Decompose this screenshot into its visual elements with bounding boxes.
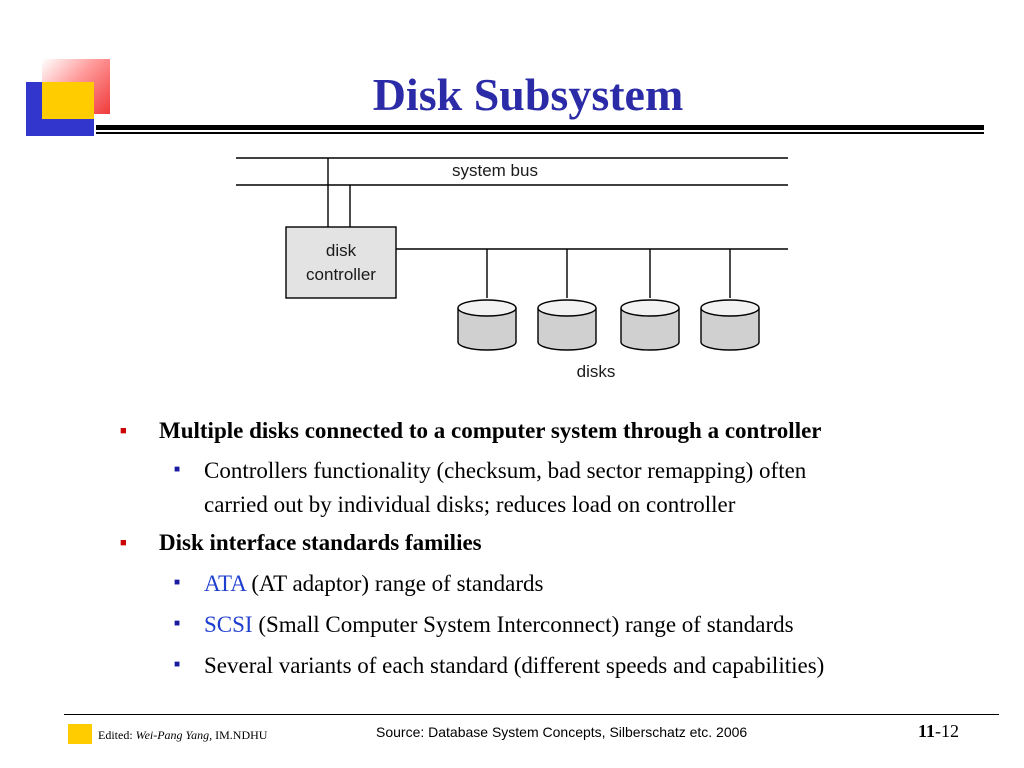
sub-bullet-marker: ■ [174, 577, 181, 588]
bus-label: system bus [452, 161, 538, 180]
disk-controller-box [285, 226, 397, 299]
slide-title: Disk Subsystem [372, 69, 684, 120]
bullet-text: Disk interface standards families [159, 530, 482, 555]
ata-link[interactable]: ATA [204, 571, 246, 596]
controller-label-1: disk [326, 241, 357, 260]
controller-label-2: controller [306, 265, 376, 284]
sub-bullet-marker: ■ [174, 659, 181, 670]
footer-source: Source: Database System Concepts, Silber… [376, 724, 748, 740]
disk-2 [537, 299, 597, 351]
bullet-text: Multiple disks connected to a computer s… [159, 418, 822, 443]
sub-bullet-text-line1: Controllers functionality (checksum, bad… [204, 458, 807, 483]
footer-org: IM.NDHU [212, 728, 268, 742]
footer-author: Wei-Pang Yang, [135, 728, 213, 742]
disk-4 [700, 299, 760, 351]
footer-editor: Edited: Wei-Pang Yang, IM.NDHU [98, 728, 267, 743]
ata-description: (AT adaptor) range of standards [245, 571, 544, 596]
sub-bullet-marker: ■ [174, 618, 181, 629]
disks-label: disks [577, 362, 616, 381]
scsi-link[interactable]: SCSI [204, 612, 253, 637]
chapter-number: 11 [918, 721, 936, 741]
slide-number: -12 [935, 721, 960, 741]
title-rule-thin [96, 132, 984, 134]
sub-bullet-text: ATA (AT adaptor) range of standards [204, 570, 543, 597]
sub-bullet-text: Several variants of each standard (diffe… [204, 653, 825, 678]
scsi-description: (Small Computer System Interconnect) ran… [252, 612, 794, 637]
sub-bullet-text-line2: carried out by individual disks; reduces… [204, 492, 736, 517]
bullet-marker: ■ [120, 425, 127, 437]
sub-bullet-text: SCSI (Small Computer System Interconnect… [204, 611, 794, 638]
disk-3 [620, 299, 680, 351]
page-number: 11-12 [918, 721, 959, 742]
footer-edited-prefix: Edited: [98, 728, 136, 742]
title-rule [96, 125, 984, 130]
sub-bullet-marker: ■ [174, 464, 181, 475]
logo-yellow-square [42, 82, 94, 119]
disk-subsystem-diagram: system bus disk controller disks [236, 157, 788, 381]
disk-1 [457, 299, 517, 351]
bullet-marker: ■ [120, 537, 127, 549]
footer-logo-box [68, 724, 92, 744]
footer-rule [64, 714, 999, 715]
